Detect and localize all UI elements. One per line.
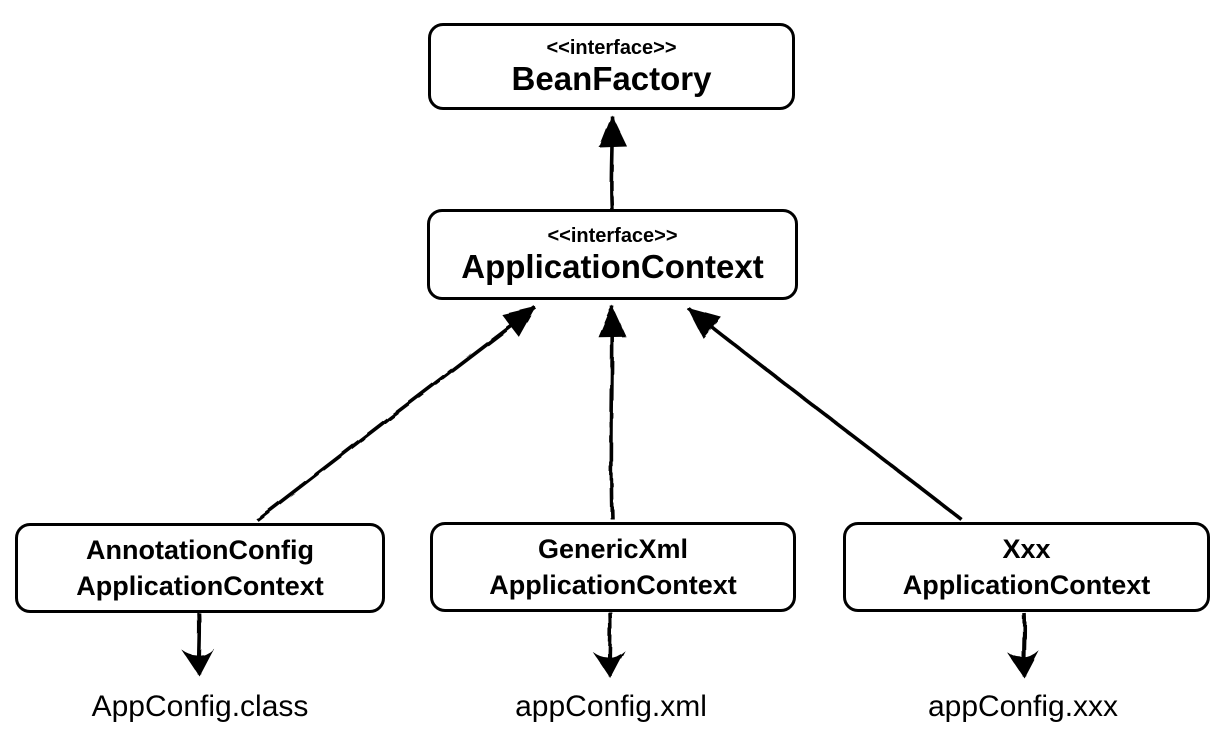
edge-xxx-to-appconfig-xxx (1006, 612, 1039, 678)
annotationconfig-name-line1: AnnotationConfig (86, 535, 314, 565)
applicationcontext-stereotype: <<interface>> (547, 224, 678, 247)
edge-xxx-to-applicationcontext (686, 306, 964, 522)
node-annotationconfig-applicationcontext: AnnotationConfig ApplicationContext (15, 523, 385, 613)
beanfactory-stereotype: <<interface>> (546, 36, 677, 59)
applicationcontext-name: ApplicationContext (461, 247, 764, 285)
artifact-appconfig-xxx: appConfig.xxx (927, 690, 1119, 723)
genericxml-name-line1: GenericXml (537, 534, 689, 564)
beanfactory-name: BeanFactory (511, 59, 712, 97)
xxx-name-line2: ApplicationContext (902, 570, 1151, 600)
node-applicationcontext: <<interface>> ApplicationContext (427, 209, 798, 300)
node-beanfactory: <<interface>> BeanFactory (428, 23, 795, 110)
xxx-name-line1: Xxx (1002, 534, 1051, 564)
edge-genericxml-to-applicationcontext (598, 305, 627, 520)
edge-annotationconfig-to-applicationcontext (255, 305, 537, 522)
genericxml-name-line2: ApplicationContext (489, 570, 737, 600)
edge-annotationconfig-to-appconfig-class (181, 612, 214, 676)
edge-applicationcontext-to-beanfactory (599, 115, 628, 211)
edge-genericxml-to-appconfig-xml (592, 611, 625, 678)
artifact-appconfig-xml: appConfig.xml (515, 690, 707, 723)
node-xxx-applicationcontext: Xxx ApplicationContext (843, 522, 1210, 612)
node-genericxml-applicationcontext: GenericXml ApplicationContext (430, 522, 796, 612)
annotationconfig-name-line2: ApplicationContext (76, 571, 324, 601)
artifact-appconfig-class: AppConfig.class (91, 690, 309, 723)
